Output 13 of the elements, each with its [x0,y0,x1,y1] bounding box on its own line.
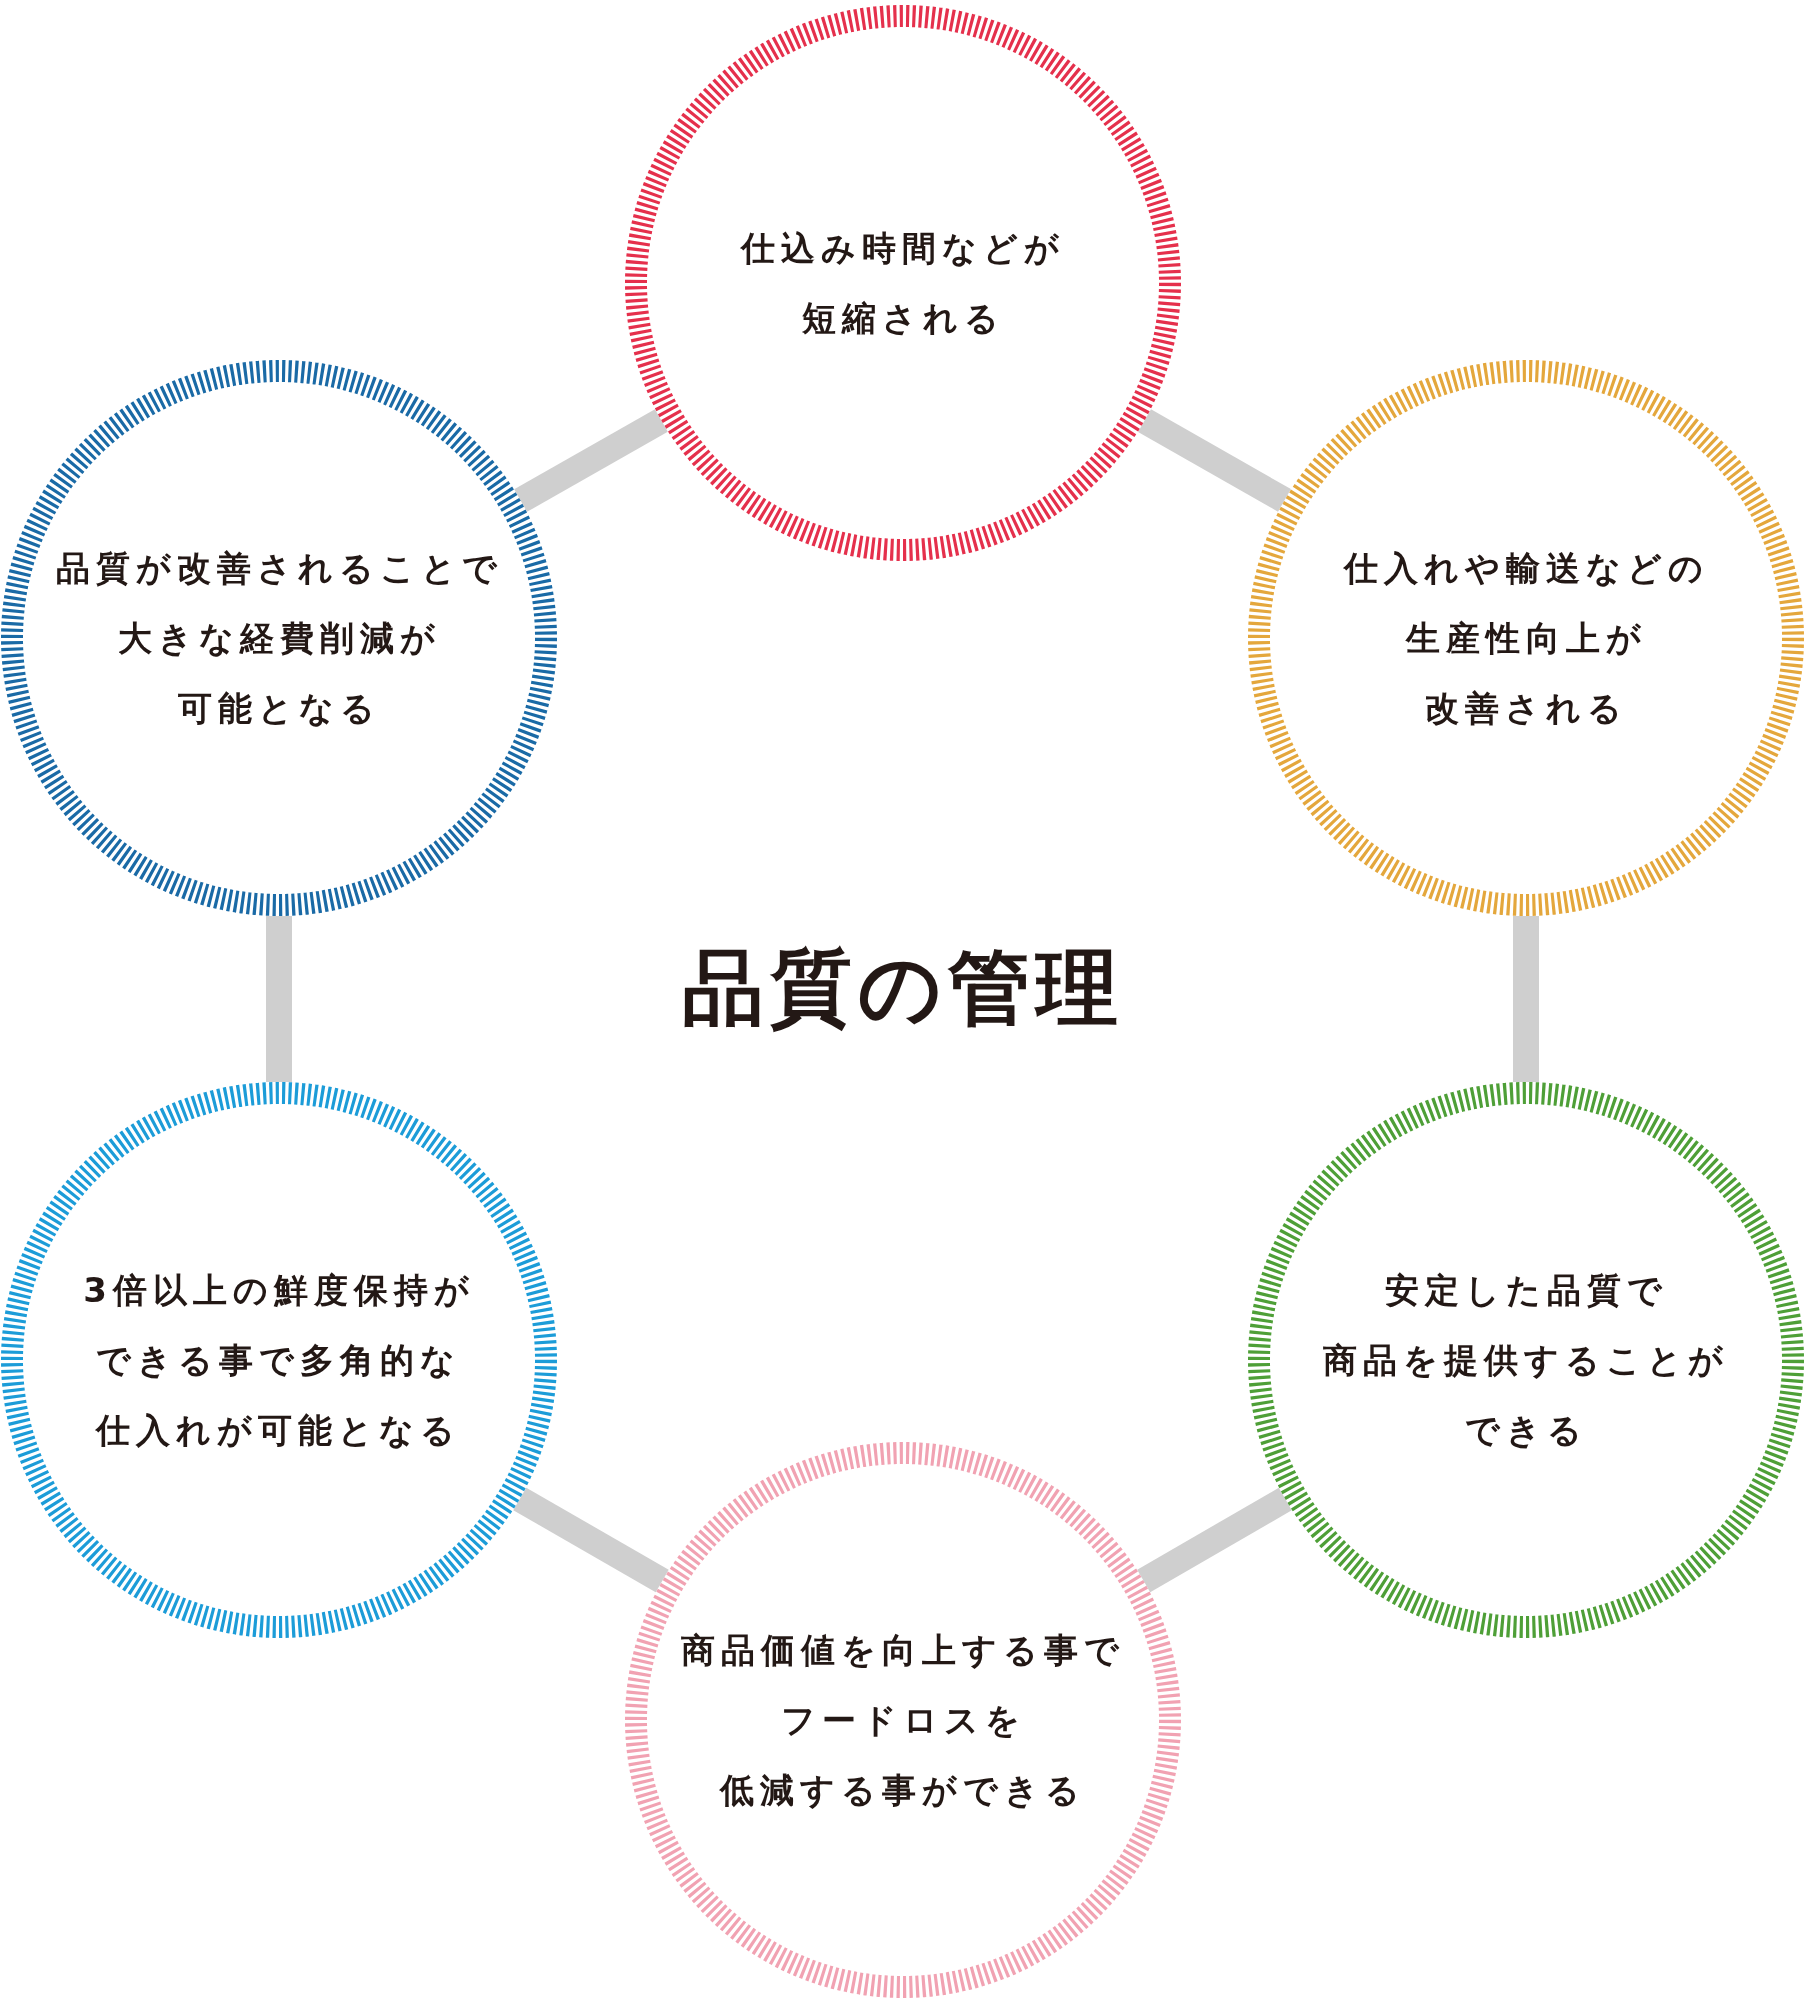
circle-label: 仕入れや輸送などの生産性向上が改善される [1343,547,1709,730]
connector-bar [513,1487,669,1593]
circle-label: 品質が改善されることで大きな経費削減が可能となる [55,547,503,730]
connector-bar [1513,916,1539,1082]
circle-label: 安定した品質で商品を提供することができる [1323,1269,1729,1452]
circle-label: 商品価値を向上する事でフードロスを低減する事ができる [681,1629,1125,1812]
connector-bar [1138,409,1291,512]
connector-bar [266,916,292,1082]
connector-bar [514,409,668,512]
circle-label: 3倍以上の鮮度保持ができる事で多角的な仕入れが可能となる [83,1269,475,1452]
center-title: 品質の管理 [682,939,1124,1037]
connector-bar [1137,1487,1292,1593]
circle-label: 仕込み時間などが短縮される [741,227,1065,340]
